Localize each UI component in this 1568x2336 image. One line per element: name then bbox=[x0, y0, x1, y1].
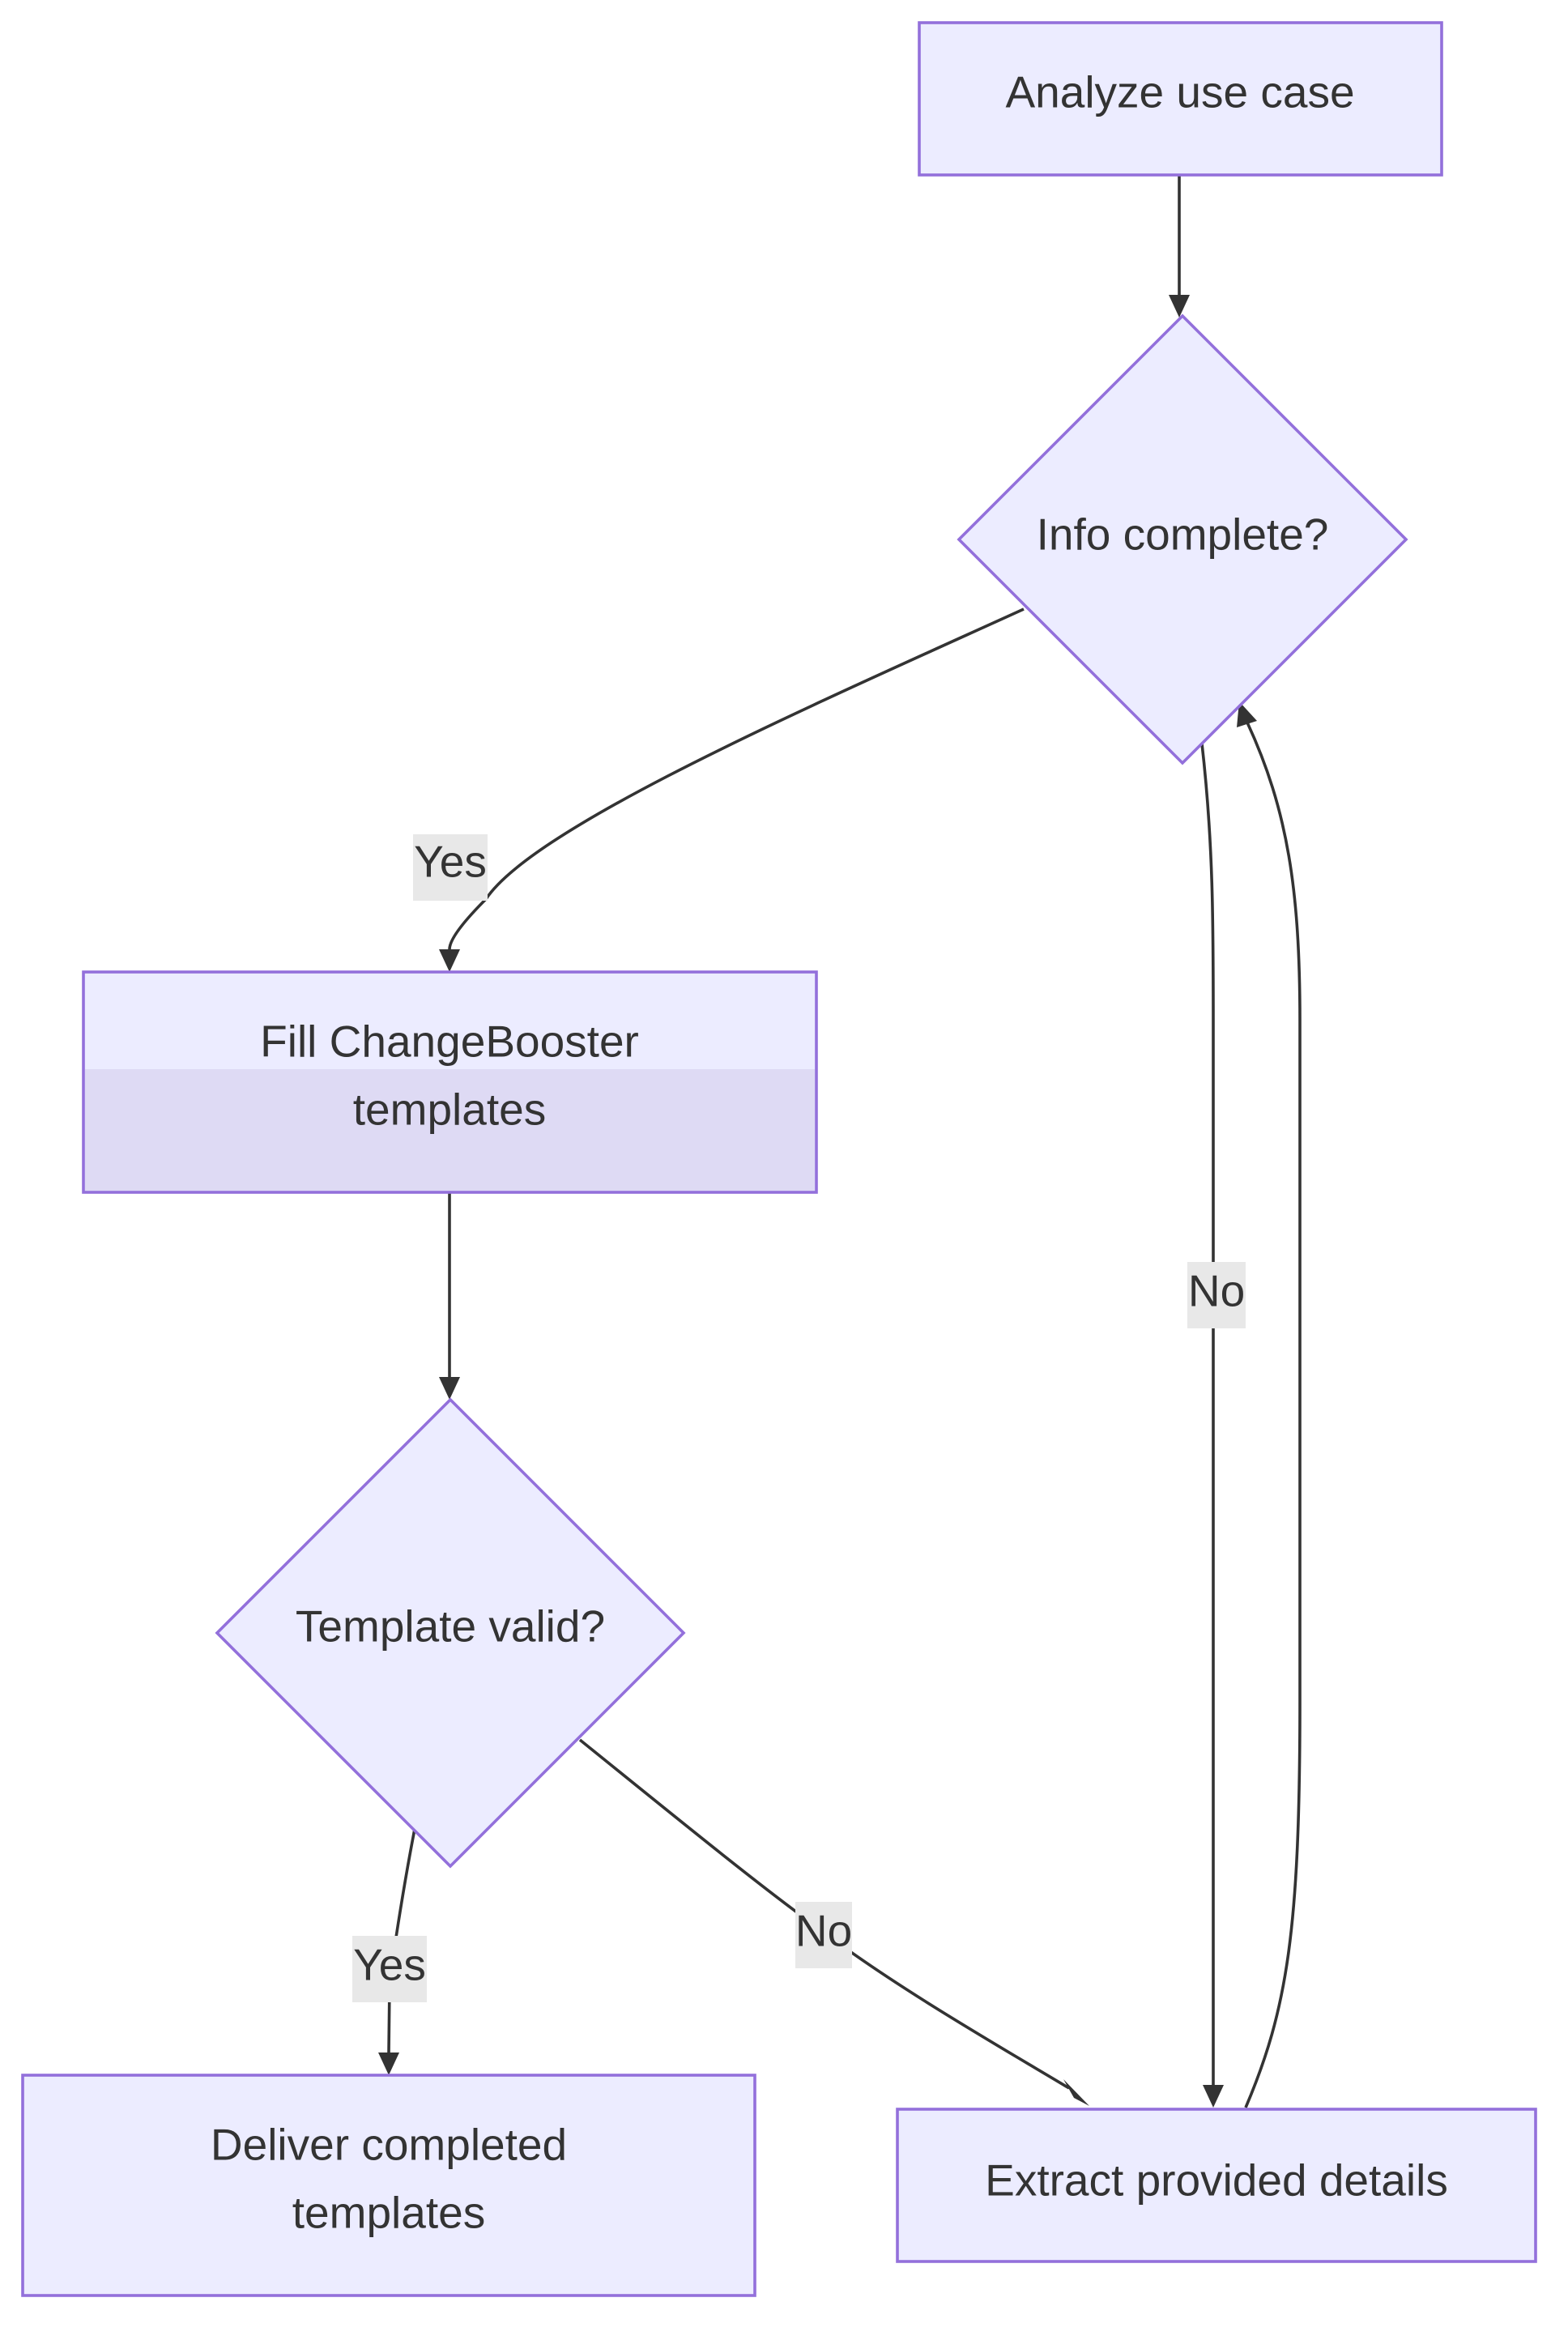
edge-extract-to-info bbox=[1244, 722, 1302, 2108]
node-extract-provided-details: Extract provided details bbox=[896, 2108, 1537, 2263]
node-fill-changebooster-templates: Fill ChangeBooster templates bbox=[82, 970, 818, 1194]
svg-text:templates: templates bbox=[353, 1085, 546, 1135]
svg-text:Deliver completed: Deliver completed bbox=[211, 2120, 567, 2170]
arrowhead-extract-to-info bbox=[1237, 701, 1257, 727]
svg-text:Info complete?: Info complete? bbox=[1037, 509, 1329, 560]
svg-text:Extract provided details: Extract provided details bbox=[985, 2155, 1448, 2206]
svg-text:Yes: Yes bbox=[353, 1940, 426, 1990]
edge-label-valid-deliver: Yes bbox=[352, 1936, 427, 2002]
edge-label-info-fill: Yes bbox=[413, 834, 488, 901]
arrowhead-fill-to-valid bbox=[439, 1377, 460, 1400]
node-template-valid: Template valid? bbox=[215, 1397, 686, 1869]
edge-label-info-extract: No bbox=[1187, 1262, 1246, 1328]
svg-text:Template valid?: Template valid? bbox=[296, 1601, 605, 1652]
arrowhead-analyze-to-info bbox=[1169, 295, 1190, 318]
node-analyze-use-case: Analyze use case bbox=[918, 21, 1443, 177]
edge-info-to-extract bbox=[1200, 743, 1215, 2085]
edge-label-valid-extract: No bbox=[795, 1902, 852, 1968]
node-info-complete: Info complete? bbox=[957, 313, 1408, 765]
svg-text:templates: templates bbox=[292, 2188, 485, 2238]
node-deliver-completed-templates: Deliver completed templates bbox=[21, 2074, 756, 2297]
svg-text:No: No bbox=[1188, 1266, 1245, 1316]
svg-text:Analyze use case: Analyze use case bbox=[1005, 67, 1354, 117]
svg-text:No: No bbox=[795, 1906, 852, 1956]
svg-text:Yes: Yes bbox=[414, 837, 487, 887]
svg-text:Fill ChangeBooster: Fill ChangeBooster bbox=[260, 1017, 639, 1067]
arrowhead-valid-to-deliver bbox=[378, 2053, 399, 2075]
arrowhead-valid-to-extract bbox=[1063, 2079, 1089, 2106]
arrowhead-info-to-fill bbox=[439, 949, 460, 972]
arrowhead-info-to-extract bbox=[1203, 2085, 1224, 2108]
edge-info-to-fill bbox=[448, 607, 1025, 950]
